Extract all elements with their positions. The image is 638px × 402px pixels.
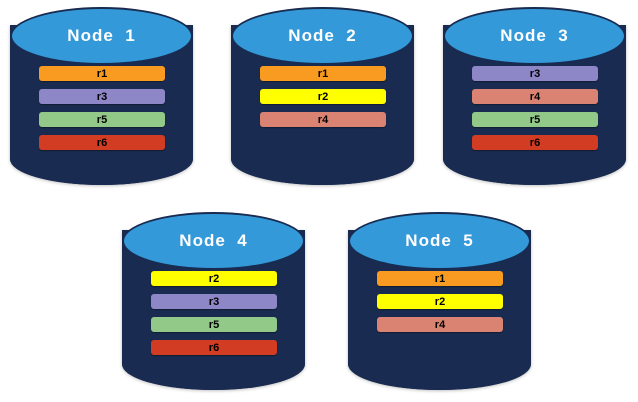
replica-bar[interactable]: r2 [260, 89, 386, 104]
cylinder-top-ellipse [443, 7, 626, 65]
replica-stack: r1 r2 r4 [260, 66, 386, 135]
replica-bar[interactable]: r4 [260, 112, 386, 127]
node-cylinder-5[interactable]: Node 5 r1 r2 r4 [348, 212, 531, 390]
replica-bar[interactable]: r4 [377, 317, 503, 332]
replica-bar[interactable]: r2 [151, 271, 277, 286]
replica-stack: r1 r2 r4 [377, 271, 503, 340]
cylinder-top-ellipse [348, 212, 531, 270]
replica-stack: r2 r3 r5 r6 [151, 271, 277, 363]
replica-bar[interactable]: r5 [151, 317, 277, 332]
replica-bar[interactable]: r6 [39, 135, 165, 150]
node-title: Node 3 [500, 26, 569, 45]
cylinder-top-ellipse [231, 7, 414, 65]
replica-bar[interactable]: r6 [472, 135, 598, 150]
replica-bar[interactable]: r1 [39, 66, 165, 81]
node-title: Node 4 [179, 231, 248, 250]
replica-bar[interactable]: r4 [472, 89, 598, 104]
replica-bar[interactable]: r5 [472, 112, 598, 127]
replica-bar[interactable]: r3 [151, 294, 277, 309]
replica-bar[interactable]: r2 [377, 294, 503, 309]
replica-stack: r1 r3 r5 r6 [39, 66, 165, 158]
node-cylinder-3[interactable]: Node 3 r3 r4 r5 r6 [443, 7, 626, 185]
cylinder-top-ellipse [122, 212, 305, 270]
replica-bar[interactable]: r3 [39, 89, 165, 104]
replica-bar[interactable]: r5 [39, 112, 165, 127]
node-title: Node 1 [67, 26, 136, 45]
node-title: Node 5 [405, 231, 474, 250]
node-cylinder-4[interactable]: Node 4 r2 r3 r5 r6 [122, 212, 305, 390]
replica-bar[interactable]: r3 [472, 66, 598, 81]
replica-bar[interactable]: r1 [260, 66, 386, 81]
node-cylinder-1[interactable]: Node 1 r1 r3 r5 r6 [10, 7, 193, 185]
node-cylinder-2[interactable]: Node 2 r1 r2 r4 [231, 7, 414, 185]
replica-bar[interactable]: r1 [377, 271, 503, 286]
replica-stack: r3 r4 r5 r6 [472, 66, 598, 158]
replica-bar[interactable]: r6 [151, 340, 277, 355]
node-title: Node 2 [288, 26, 357, 45]
cylinder-top-ellipse [10, 7, 193, 65]
